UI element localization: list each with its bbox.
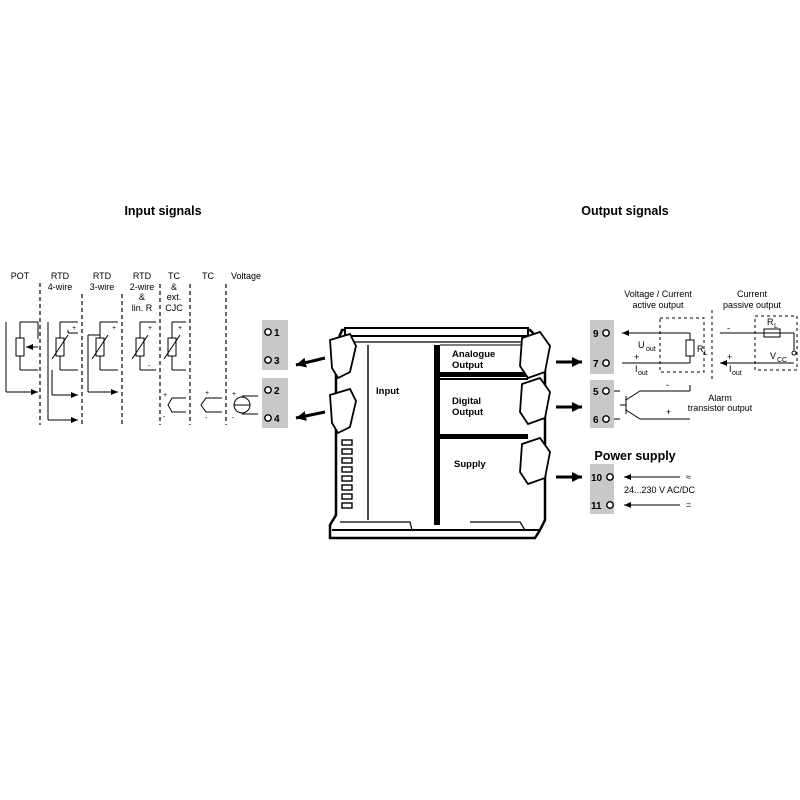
tcext-tc-minus: - — [163, 414, 166, 421]
rtd3-plus: + — [112, 325, 116, 332]
u-out-label: U — [638, 340, 645, 350]
passive-output-label-2: passive output — [723, 300, 782, 310]
active-minus: - — [626, 326, 629, 336]
terminal-2: 2 — [274, 386, 280, 397]
col-pot-line1: POT — [11, 271, 30, 281]
col-rtd4-line1: RTD — [51, 271, 70, 281]
col-rtd2-line4: lin. R — [132, 303, 153, 313]
block-supply-label: Supply — [454, 459, 486, 470]
block-digital-label-2: Output — [452, 407, 484, 418]
input-terminal-blocks — [262, 320, 288, 428]
rtd2-plus: + — [148, 325, 152, 332]
alarm-transistor-circuit — [614, 385, 691, 420]
tc-circuit — [200, 397, 222, 413]
u-out-sub: out — [646, 346, 656, 353]
device-housing — [328, 327, 551, 540]
col-rtd2-line1: RTD — [133, 271, 152, 281]
active-plus: + — [634, 352, 639, 362]
block-analogue-label-1: Analogue — [452, 349, 495, 360]
i-out-passive-sub: out — [732, 370, 742, 377]
alarm-plus: + — [666, 407, 671, 417]
col-rtd2-line3: & — [139, 292, 145, 302]
passive-output-circuit — [711, 310, 798, 380]
i-out-passive-label: I — [729, 364, 732, 374]
col-rtd3-line2: 3-wire — [90, 282, 115, 292]
rtd2-circuit — [131, 321, 156, 371]
passive-minus: - — [727, 323, 730, 333]
terminal-7: 7 — [593, 359, 599, 370]
input-arrows — [295, 356, 326, 421]
terminal-10: 10 — [591, 473, 603, 484]
terminal-11: 11 — [591, 501, 602, 512]
tcext-plus: + — [178, 325, 182, 332]
power-supply-title: Power supply — [594, 449, 675, 463]
col-tcext-line2: & — [171, 282, 177, 292]
active-output-circuit — [622, 317, 705, 373]
output-signals-title: Output signals — [581, 204, 669, 218]
power-range: 24...230 V AC/DC — [624, 485, 696, 495]
col-tc-line1: TC — [202, 271, 214, 281]
col-tcext-line3: ext. — [167, 292, 182, 302]
block-analogue-label-2: Output — [452, 360, 484, 371]
ac-symbol: ≈ — [686, 472, 691, 482]
power-supply-circuit — [624, 474, 680, 508]
voltage-source — [233, 395, 258, 415]
tcext-circuit — [163, 321, 186, 413]
col-tcext-line1: TC — [168, 271, 180, 281]
input-signals-title: Input signals — [124, 204, 201, 218]
col-rtd2-line2: 2-wire — [130, 282, 155, 292]
block-digital-label-1: Digital — [452, 396, 481, 407]
input-column-headers: POT RTD 4-wire RTD 3-wire RTD 2-wire & l… — [11, 271, 261, 313]
rl-active-label: R — [697, 344, 704, 354]
terminal-6: 6 — [593, 415, 599, 426]
output-arrows — [556, 357, 582, 482]
passive-output-label-1: Current — [737, 289, 768, 299]
tcext-tc-plus: + — [163, 392, 167, 399]
col-rtd4-line2: 4-wire — [48, 282, 73, 292]
column-separators — [39, 283, 227, 425]
col-voltage-line1: Voltage — [231, 271, 261, 281]
rl-passive-sub: L — [774, 323, 778, 330]
terminal-1: 1 — [274, 328, 280, 339]
rtd3-circuit — [87, 321, 118, 395]
active-output-label-1: Voltage / Current — [624, 289, 692, 299]
terminal-9: 9 — [593, 329, 599, 340]
i-out-sub: out — [638, 370, 648, 377]
tc-plus: + — [205, 390, 209, 397]
terminal-4: 4 — [274, 414, 280, 425]
dc-symbol: = — [686, 500, 691, 510]
rtd4-plus: + — [72, 325, 76, 332]
active-output-label-2: active output — [632, 300, 684, 310]
block-input-label: Input — [376, 386, 400, 397]
voltage-minus: - — [232, 415, 235, 422]
rtd4-circuit — [47, 321, 78, 423]
output-terminal-blocks — [590, 320, 614, 514]
terminal-5: 5 — [593, 387, 599, 398]
rl-active-sub: L — [704, 350, 708, 357]
i-out-label: I — [635, 364, 638, 374]
terminal-3: 3 — [274, 356, 280, 367]
rtd2-minus: - — [148, 363, 151, 370]
passive-plus: + — [727, 352, 732, 362]
col-tcext-line4: CJC — [165, 303, 183, 313]
voltage-plus: + — [232, 391, 236, 398]
alarm-minus: - — [666, 380, 669, 390]
rl-passive-label: R — [767, 317, 774, 327]
pot-circuit — [5, 321, 39, 395]
alarm-label-1: Alarm — [708, 393, 732, 403]
col-rtd3-line1: RTD — [93, 271, 112, 281]
vcc-label: V — [770, 351, 776, 361]
tc-minus: - — [205, 415, 208, 422]
vcc-sub: CC — [777, 357, 787, 364]
alarm-label-2: transistor output — [688, 403, 753, 413]
